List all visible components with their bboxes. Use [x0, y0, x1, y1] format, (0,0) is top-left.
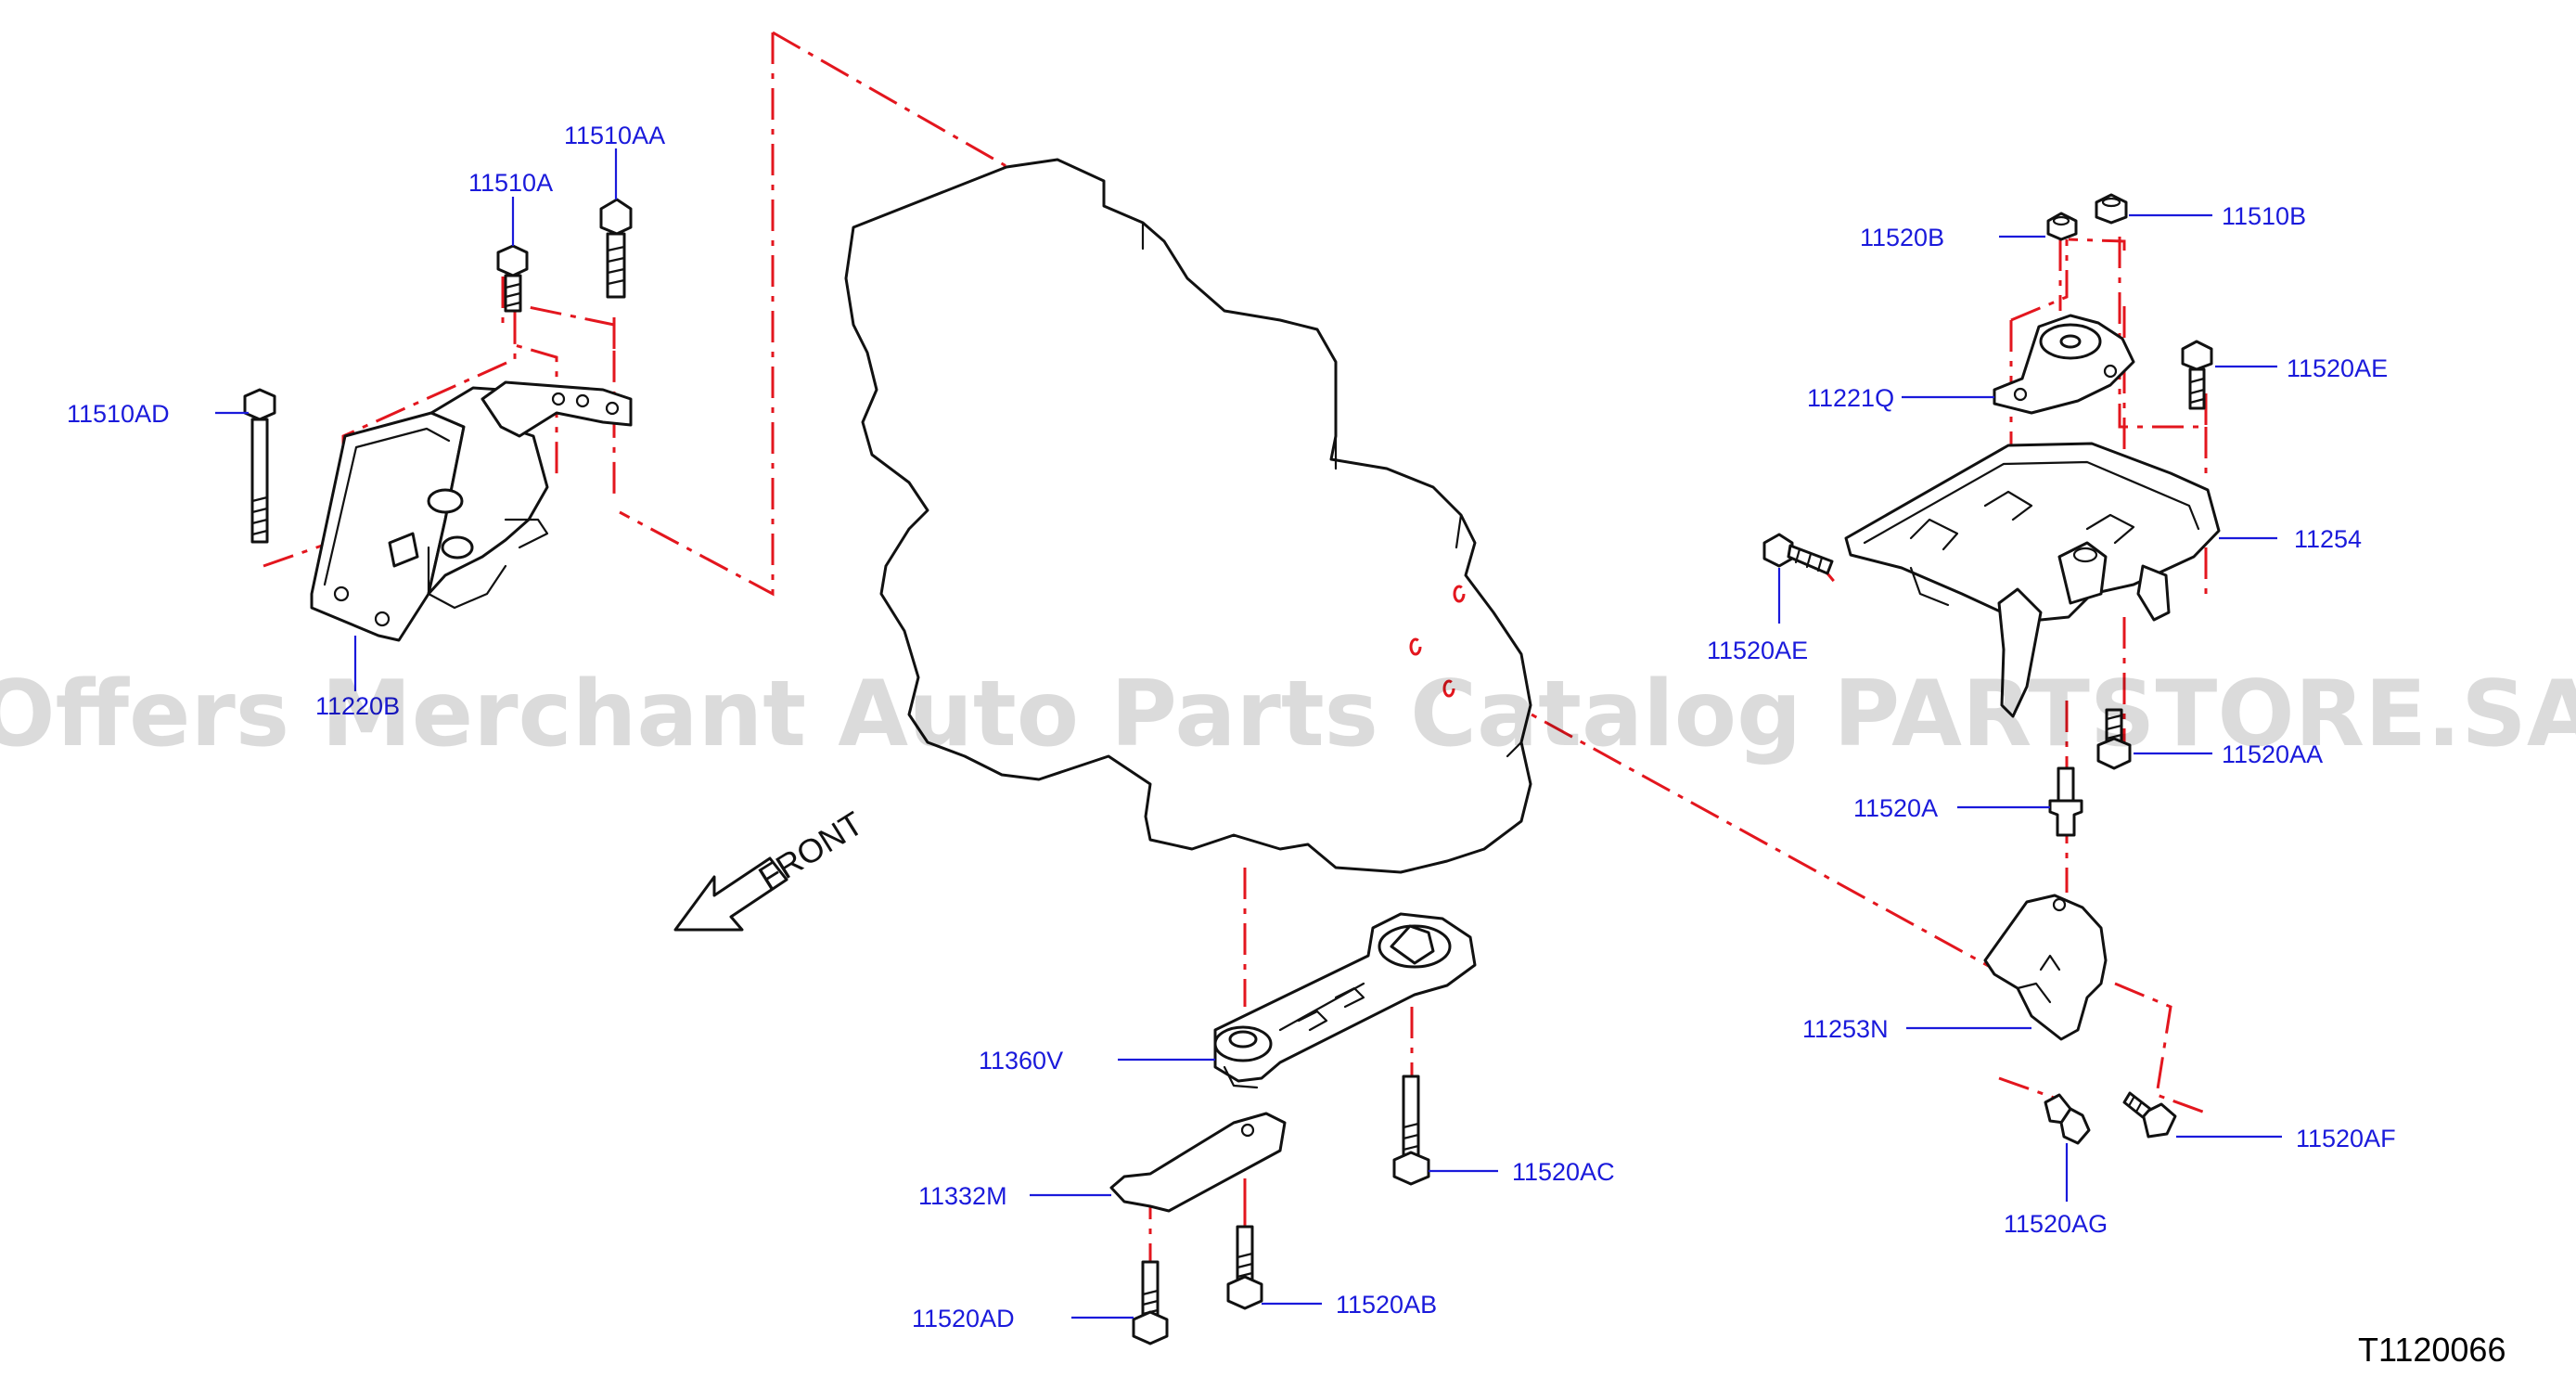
bolt-11510AD	[243, 388, 276, 544]
right-mount-insulator	[1993, 314, 2135, 415]
bolt-11520AA	[2096, 708, 2132, 770]
bolt-11520AC	[1392, 1075, 1430, 1186]
stud-11520A	[2048, 766, 2083, 837]
bolt-11520AF	[2122, 1091, 2177, 1139]
label-11510A[interactable]: 11510A	[468, 169, 553, 197]
front-arrow-icon	[673, 856, 788, 932]
torque-rod-11360V	[1213, 912, 1477, 1089]
nut-11510B	[2095, 193, 2128, 225]
engine-block	[844, 158, 1532, 874]
label-11520B[interactable]: 11520B	[1860, 224, 1944, 251]
label-11520AB[interactable]: 11520AB	[1336, 1291, 1437, 1319]
callout-labels: 11510AA 11510A 11510AD 11220B 11520B 115…	[67, 122, 2396, 1332]
watermark: Offers Merchant Auto Parts Catalog PARTS…	[0, 662, 2576, 767]
drawing-code: T1120066	[2358, 1331, 2506, 1369]
label-11520AA[interactable]: 11520AA	[2222, 740, 2323, 768]
label-11221Q[interactable]: 11221Q	[1807, 384, 1894, 412]
label-11520AF[interactable]: 11520AF	[2296, 1125, 2396, 1152]
label-11510AD[interactable]: 11510AD	[67, 400, 170, 428]
label-11520A[interactable]: 11520A	[1853, 794, 1938, 822]
bolt-11520AE-left	[1762, 533, 1834, 575]
label-11332M[interactable]: 11332M	[918, 1182, 1007, 1210]
lower-right-bracket	[1983, 894, 2108, 1041]
label-11510B[interactable]: 11510B	[2222, 202, 2306, 230]
bracket-11332M	[1109, 1112, 1287, 1213]
left-engine-mount	[310, 380, 633, 642]
bolt-11520AB	[1226, 1225, 1263, 1310]
right-mount-bracket	[1844, 442, 2221, 718]
label-11520AD[interactable]: 11520AD	[912, 1305, 1015, 1332]
bolt-11520AE-top	[2181, 340, 2213, 410]
label-11520AG[interactable]: 11520AG	[2004, 1210, 2108, 1238]
bolt-11520AG	[2044, 1093, 2091, 1145]
label-11520AE-top[interactable]: 11520AE	[2287, 354, 2388, 382]
label-11520AC[interactable]: 11520AC	[1512, 1158, 1615, 1186]
bolt-11520AD	[1132, 1260, 1169, 1345]
label-11254[interactable]: 11254	[2294, 525, 2362, 553]
label-11253N[interactable]: 11253N	[1802, 1015, 1889, 1043]
label-11220B[interactable]: 11220B	[315, 692, 400, 720]
front-label: FRONT	[752, 804, 870, 896]
nut-11520B	[2046, 212, 2078, 241]
label-11360V[interactable]: 11360V	[979, 1047, 1063, 1075]
bolt-11510AA	[599, 198, 633, 299]
label-11520AE-left[interactable]: 11520AE	[1707, 637, 1808, 664]
label-11510AA[interactable]: 11510AA	[564, 122, 665, 149]
